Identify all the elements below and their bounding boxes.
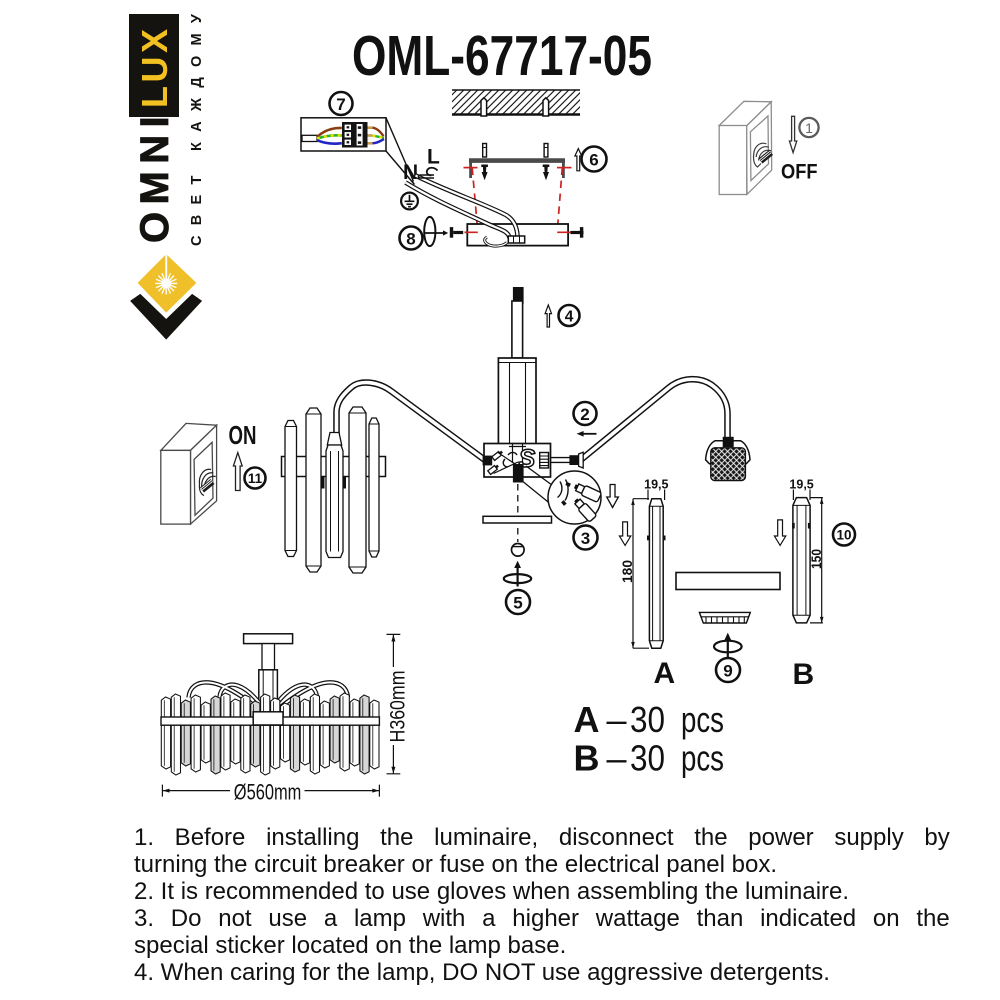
svg-text:10: 10 <box>836 528 851 543</box>
svg-text:Ø560mm: Ø560mm <box>234 780 301 805</box>
svg-text:OML-67717-05: OML-67717-05 <box>352 24 652 88</box>
svg-text:A: A <box>654 657 676 690</box>
svg-text:150: 150 <box>809 549 824 569</box>
svg-text:LUX: LUX <box>134 26 175 109</box>
svg-text:19,5: 19,5 <box>789 478 813 492</box>
svg-text:4: 4 <box>565 309 574 326</box>
svg-text:30: 30 <box>630 699 665 740</box>
svg-text:–: – <box>607 699 627 740</box>
svg-text:special sticker located on the: special sticker located on the lamp base… <box>134 932 566 959</box>
svg-text:4. When caring for the lamp, D: 4. When caring for the lamp, DO NOT use … <box>134 959 830 986</box>
svg-text:L: L <box>427 146 440 169</box>
svg-text:11: 11 <box>248 471 263 486</box>
svg-text:OFF: OFF <box>781 160 818 184</box>
svg-text:30: 30 <box>630 738 665 779</box>
svg-text:8: 8 <box>406 230 415 249</box>
svg-text:B: B <box>574 738 600 779</box>
svg-text:pcs: pcs <box>681 738 724 779</box>
svg-text:1. Before installing the lumin: 1. Before installing the luminaire, disc… <box>134 824 950 851</box>
svg-text:H360mm: H360mm <box>386 671 410 743</box>
svg-text:7: 7 <box>336 95 345 114</box>
svg-text:180: 180 <box>620 560 635 583</box>
svg-text:2: 2 <box>580 405 589 424</box>
svg-text:3. Do not use a lamp with a hi: 3. Do not use a lamp with a higher watta… <box>134 905 950 932</box>
svg-text:ON: ON <box>229 422 257 450</box>
svg-text:3: 3 <box>581 529 590 548</box>
svg-text:2. It is recommended to use gl: 2. It is recommended to use gloves when … <box>134 878 849 905</box>
svg-text:pcs: pcs <box>681 699 724 740</box>
svg-text:–: – <box>607 738 627 779</box>
svg-text:A: A <box>574 699 600 740</box>
svg-text:1: 1 <box>805 120 813 136</box>
svg-text:19,5: 19,5 <box>644 478 668 492</box>
svg-text:OMNI: OMNI <box>133 109 177 243</box>
svg-text:СВЕТ КАЖДОМУ: СВЕТ КАЖДОМУ <box>189 4 205 246</box>
svg-text:turning the circuit breaker or: turning the circuit breaker or fuse on t… <box>134 851 777 878</box>
svg-text:9: 9 <box>723 662 732 681</box>
svg-text:6: 6 <box>589 151 598 170</box>
svg-text:B: B <box>793 658 815 691</box>
svg-text:5: 5 <box>513 594 522 613</box>
